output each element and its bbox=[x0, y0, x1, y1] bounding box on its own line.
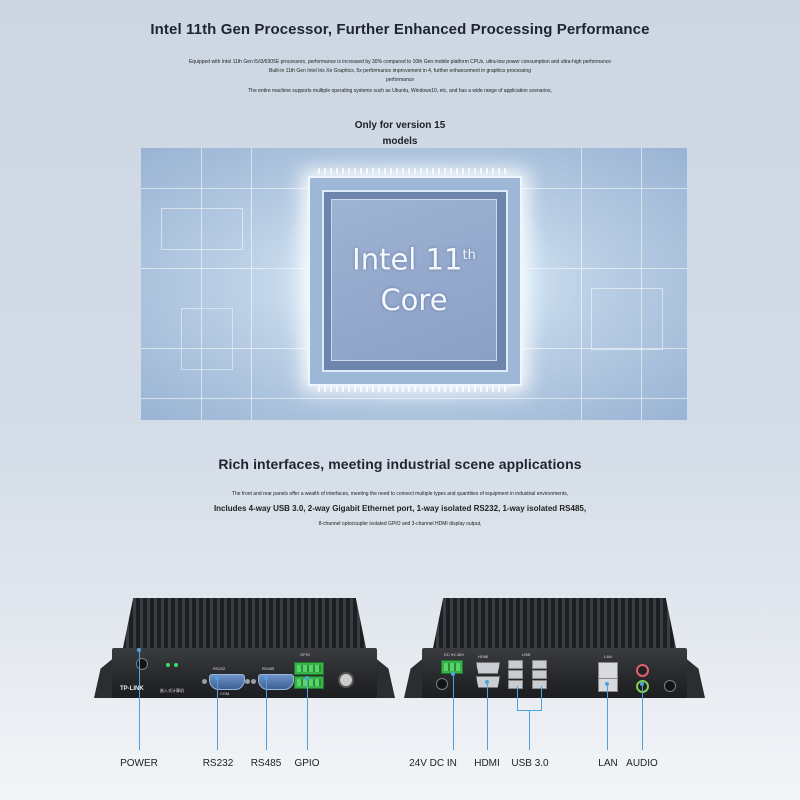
chip-graphic: Intel 11th Core bbox=[308, 176, 522, 386]
brand-logo: TP-LINK bbox=[120, 686, 144, 692]
callout-dc-in: 24V DC IN bbox=[409, 758, 457, 769]
callout-power: POWER bbox=[120, 758, 158, 769]
lan-port-label: LAN bbox=[604, 654, 612, 659]
section2-line: The front and rear panels offer a wealth… bbox=[231, 491, 569, 497]
section2-line: 8-channel optocoupler isolated GPIO and … bbox=[318, 521, 482, 527]
heatsink-fins bbox=[122, 598, 367, 650]
rear-screw-icon bbox=[664, 680, 676, 692]
front-panel: TP-LINK 嵌入式计算机 RS232 COM RS485 GPIO bbox=[112, 648, 377, 698]
callout-audio: AUDIO bbox=[626, 758, 658, 769]
ground-screw-icon bbox=[338, 672, 354, 688]
callout-rs485: RS485 bbox=[250, 758, 282, 769]
chip-label-line1: Intel 11 bbox=[352, 242, 463, 277]
model-text: 嵌入式计算机 bbox=[160, 688, 184, 693]
gpio-port-label: GPIO bbox=[300, 652, 311, 657]
gpio-terminal-top[interactable] bbox=[294, 662, 324, 675]
status-led bbox=[166, 663, 170, 667]
hdmi-port-1[interactable] bbox=[476, 662, 500, 674]
usb-port[interactable] bbox=[508, 680, 523, 689]
callout-usb: USB 3.0 bbox=[511, 758, 549, 769]
com-label: COM bbox=[220, 691, 230, 696]
rs485-port-label: RS485 bbox=[262, 666, 275, 671]
callout-hdmi: HDMI bbox=[474, 758, 500, 769]
rear-device: DC 9V-36V HDMI USB LAN bbox=[404, 598, 705, 698]
version-note-line: Only for version 15 bbox=[354, 120, 446, 131]
version-note: Only for version 15 models bbox=[340, 118, 460, 150]
status-led bbox=[174, 663, 178, 667]
chip-label-sup: th bbox=[462, 248, 476, 263]
rs232-port-label: RS232 bbox=[213, 666, 226, 671]
callout-lan: LAN bbox=[598, 758, 618, 769]
chip-label-line2: Core bbox=[380, 282, 448, 317]
usb-port[interactable] bbox=[508, 670, 523, 679]
section1-line: Equipped with Intel 11th Gen i5/i3/6305E… bbox=[188, 59, 612, 65]
usb-port[interactable] bbox=[532, 680, 547, 689]
section1-line: The entire machine supports multiple ope… bbox=[248, 88, 552, 94]
usb-port[interactable] bbox=[532, 670, 547, 679]
heatsink-fins bbox=[432, 598, 677, 650]
hdmi-port-label: HDMI bbox=[478, 654, 489, 659]
front-device: TP-LINK 嵌入式计算机 RS232 COM RS485 GPIO bbox=[94, 598, 395, 698]
rear-screw-icon bbox=[436, 678, 448, 690]
callout-gpio: GPIO bbox=[294, 758, 320, 769]
power-button[interactable] bbox=[136, 658, 148, 670]
section2-line: Includes 4-way USB 3.0, 2-way Gigabit Et… bbox=[213, 504, 587, 513]
section1-title: Intel 11th Gen Processor, Further Enhanc… bbox=[150, 21, 650, 38]
gpio-terminal-bottom[interactable] bbox=[294, 676, 324, 689]
section2-title: Rich interfaces, meeting industrial scen… bbox=[218, 456, 582, 472]
mic-jack[interactable] bbox=[636, 664, 649, 677]
usb-port[interactable] bbox=[532, 660, 547, 669]
section1-line: performance bbox=[385, 77, 415, 83]
usb-port[interactable] bbox=[508, 660, 523, 669]
callout-rs232: RS232 bbox=[202, 758, 234, 769]
chip-label: Intel 11th Core bbox=[332, 236, 496, 320]
rear-panel: DC 9V-36V HDMI USB LAN bbox=[422, 648, 687, 698]
usb-port-label: USB bbox=[522, 652, 531, 657]
chip-banner: Intel 11th Core bbox=[141, 148, 687, 420]
dcin-label: DC 9V-36V bbox=[444, 652, 465, 657]
version-note-line: models bbox=[382, 136, 418, 147]
section1-line: Built-in 11th Gen Intel Iris Xe Graphics… bbox=[269, 68, 531, 74]
